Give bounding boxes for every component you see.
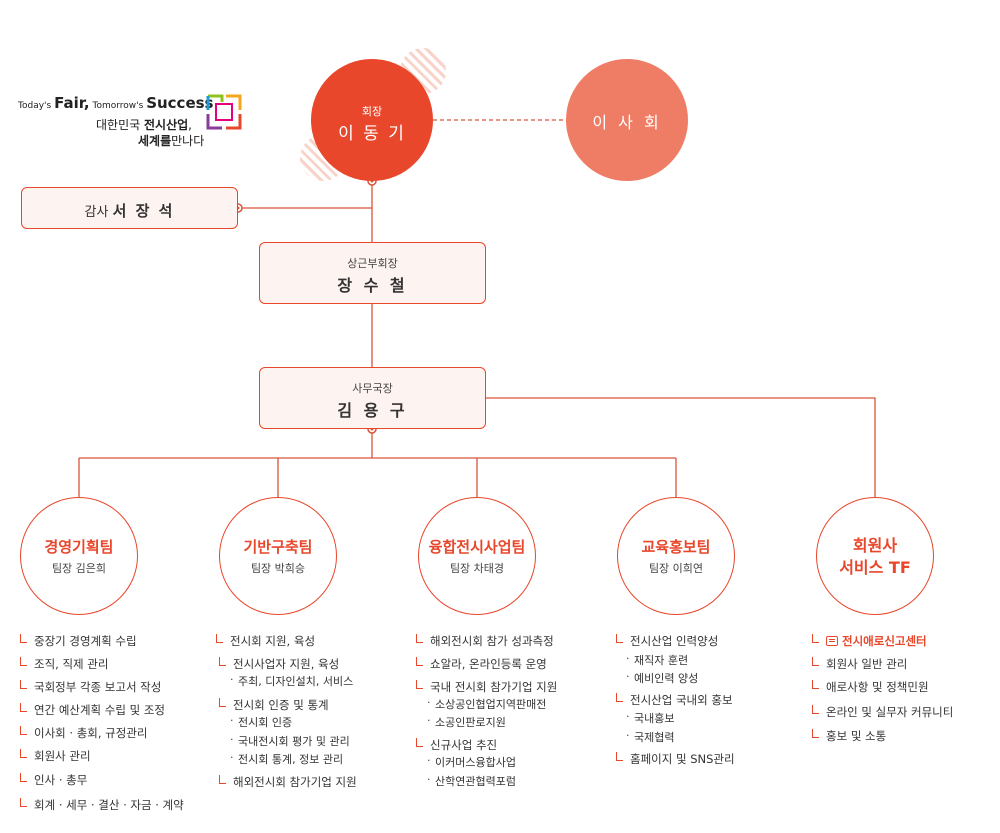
duty-item: 신규사업 추진 xyxy=(415,738,498,752)
board-node: 이 사 회 xyxy=(566,59,688,181)
logo-tagline: Today's Fair, Tomorrow's Success xyxy=(18,94,214,112)
duty-subitem: 소공인판로지원 xyxy=(427,714,506,730)
duty-item: 회원사 일반 관리 xyxy=(811,657,908,671)
duty-item-highlight: 전시애로신고센터 xyxy=(812,633,927,649)
auditor-role: 감사 xyxy=(84,205,109,220)
chairman-role: 회장 xyxy=(361,105,383,118)
team-infrastructure: 기반구축팀 팀장 박희승 xyxy=(219,497,337,615)
team-leader: 팀장 이희연 xyxy=(648,562,704,575)
team-name: 기반구축팀 xyxy=(243,538,313,556)
kea-logo: Today's Fair, Tomorrow's Success 대한민국 전시… xyxy=(18,90,248,160)
vice-president-name: 장 수 철 xyxy=(337,276,408,295)
duty-subitem: 주최, 디자인설치, 서비스 xyxy=(230,673,353,689)
duty-subitem: 소상공인협업지역판매전 xyxy=(427,696,546,712)
duty-item: 회원사 관리 xyxy=(20,749,91,763)
duty-item: 국회정부 각종 보고서 작성 xyxy=(19,680,162,694)
duty-subitem: 국제협력 xyxy=(626,729,675,745)
duty-item: 해외전시회 참가 성과측정 xyxy=(416,634,554,648)
team-leader: 팀장 김은희 xyxy=(51,562,107,575)
chairman-name: 이 동 기 xyxy=(338,124,406,144)
duty-item: 쇼알라, 온라인등록 운영 xyxy=(416,657,547,671)
secretary-general-role: 사무국장 xyxy=(352,382,393,395)
auditor-box: 감사 서 장 석 xyxy=(21,187,238,229)
duty-subitem: 재직자 훈련 xyxy=(626,652,688,668)
logo-slogan-line1: 대한민국 전시산업, xyxy=(96,118,192,132)
duty-subitem: 국내전시회 평가 및 관리 xyxy=(230,733,350,749)
duty-item: 홈페이지 및 SNS관리 xyxy=(616,752,735,766)
team-name: 경영기획팀 xyxy=(44,538,114,556)
team-name: 융합전시사업팀 xyxy=(428,538,526,556)
duty-item: 연간 예산계획 수립 및 조정 xyxy=(19,703,166,717)
duty-item: 중장기 경영계획 수립 xyxy=(20,634,137,648)
duty-item: 해외전시회 참가기업 지원 xyxy=(219,775,357,789)
secretary-general-name: 김 용 구 xyxy=(337,401,408,420)
duty-subitem: 이커머스융합사업 xyxy=(427,754,516,770)
board-name: 이 사 회 xyxy=(592,113,662,132)
auditor-name: 서 장 석 xyxy=(112,202,175,220)
chairman-node: 회장 이 동 기 xyxy=(311,59,433,181)
duty-item: 애로사항 및 정책민원 xyxy=(812,680,929,694)
team-name-line2: 서비스 TF xyxy=(839,558,911,577)
duty-item: 전시산업 국내외 홍보 xyxy=(616,693,733,707)
logo-mark-icon xyxy=(206,94,242,130)
duty-item: 전시사업자 지원, 육성 xyxy=(218,657,340,671)
duty-subitem: 예비인력 양성 xyxy=(626,670,698,686)
logo-slogan-line2: 세계를만나다 xyxy=(138,134,205,148)
duty-subitem: 산학연관협력포럼 xyxy=(427,773,516,789)
team-education-pr: 교육홍보팀 팀장 이희연 xyxy=(617,497,735,615)
vice-president-role: 상근부회장 xyxy=(347,257,398,270)
duty-item: 온라인 및 실무자 커뮤니티 xyxy=(811,705,954,719)
vice-president-box: 상근부회장 장 수 철 xyxy=(259,242,486,304)
team-member-service-tf: 회원사 서비스 TF xyxy=(816,497,934,615)
duty-item: 국내 전시회 참가기업 지원 xyxy=(415,680,558,694)
duty-item: 회계 · 세무 · 결산 · 자금 · 계약 xyxy=(20,798,184,812)
duty-item: 전시회 지원, 육성 xyxy=(215,634,316,648)
team-leader: 팀장 박희승 xyxy=(250,562,306,575)
secretary-general-box: 사무국장 김 용 구 xyxy=(259,367,486,429)
team-management-planning: 경영기획팀 팀장 김은희 xyxy=(20,497,138,615)
report-center-icon xyxy=(826,636,838,646)
team-convergence-exhibition: 융합전시사업팀 팀장 차태경 xyxy=(418,497,536,615)
duty-subitem: 국내홍보 xyxy=(626,710,675,726)
duty-item: 전시산업 인력양성 xyxy=(615,634,719,648)
duty-item: 홍보 및 소통 xyxy=(811,729,887,743)
team-name-line1: 회원사 xyxy=(852,536,898,555)
team-name: 교육홍보팀 xyxy=(641,538,711,556)
duty-subitem: 전시회 인증 xyxy=(230,714,292,730)
tf-line xyxy=(486,397,876,497)
duty-item: 전시회 인증 및 통계 xyxy=(219,698,329,712)
duty-item: 조직, 직제 관리 xyxy=(19,657,109,671)
team-leader: 팀장 차태경 xyxy=(449,562,505,575)
duty-subitem: 전시회 통계, 정보 관리 xyxy=(230,751,343,767)
duty-item: 이사회 · 총회, 규정관리 xyxy=(20,726,148,740)
duty-item: 인사 · 총무 xyxy=(19,773,88,787)
